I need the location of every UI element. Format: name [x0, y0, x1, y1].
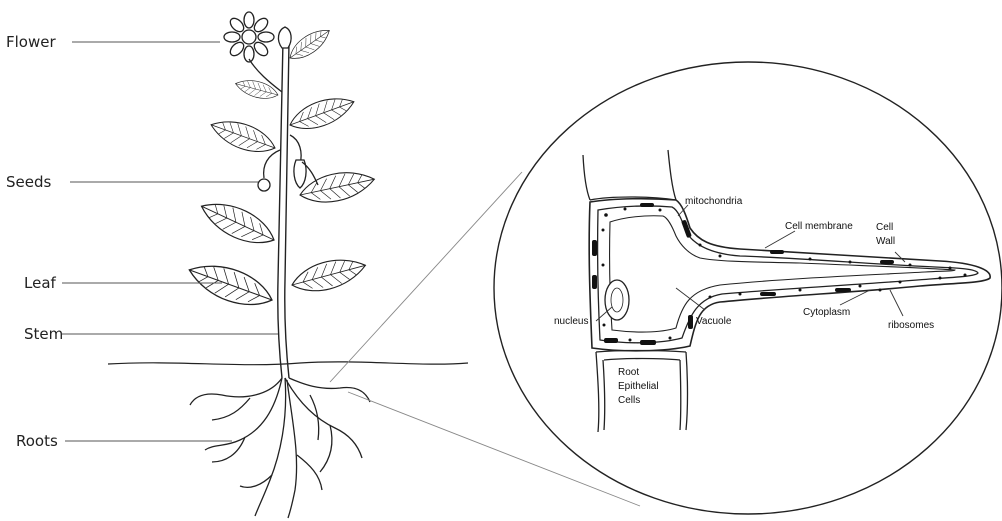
- seed-pod: [258, 179, 270, 191]
- label-cytoplasm: Cytoplasm: [803, 307, 850, 318]
- label-nucleus: nucleus: [554, 316, 588, 327]
- label-leaf: Leaf: [24, 274, 57, 292]
- leaf-mid-left-1: [207, 113, 279, 159]
- label-ribosomes: ribosomes: [888, 320, 934, 331]
- label-seeds: Seeds: [6, 173, 52, 191]
- leaf-low-left: [184, 255, 277, 315]
- leaf-upper-left: [233, 76, 280, 103]
- label-roots: Roots: [16, 432, 58, 450]
- label-vacuole: Vacuole: [696, 316, 732, 327]
- roots: [190, 378, 370, 518]
- plant-illustration: [108, 12, 468, 518]
- leaf-mid-left-2: [195, 193, 280, 253]
- label-stem: Stem: [24, 325, 63, 343]
- label-cell-membrane: Cell membrane: [785, 221, 853, 232]
- label-mitochondria: mitochondria: [685, 196, 743, 207]
- magnified-view-circle: [494, 62, 1002, 514]
- leaf-mid-right: [297, 166, 377, 208]
- label-cell-wall-2: Wall: [876, 236, 895, 247]
- flower-bud: [278, 27, 291, 48]
- nucleus: [605, 280, 629, 320]
- leaf-top-right: [285, 23, 334, 65]
- label-root-epithelial-1: Root: [618, 367, 639, 378]
- label-cell-wall-1: Cell: [876, 222, 893, 233]
- label-root-epithelial-2: Epithelial: [618, 381, 659, 392]
- leaf-low-right: [288, 252, 368, 298]
- label-flower: Flower: [6, 33, 56, 51]
- leaf-upper-right: [286, 90, 358, 136]
- flower: [224, 12, 282, 92]
- label-root-epithelial-3: Cells: [618, 395, 640, 406]
